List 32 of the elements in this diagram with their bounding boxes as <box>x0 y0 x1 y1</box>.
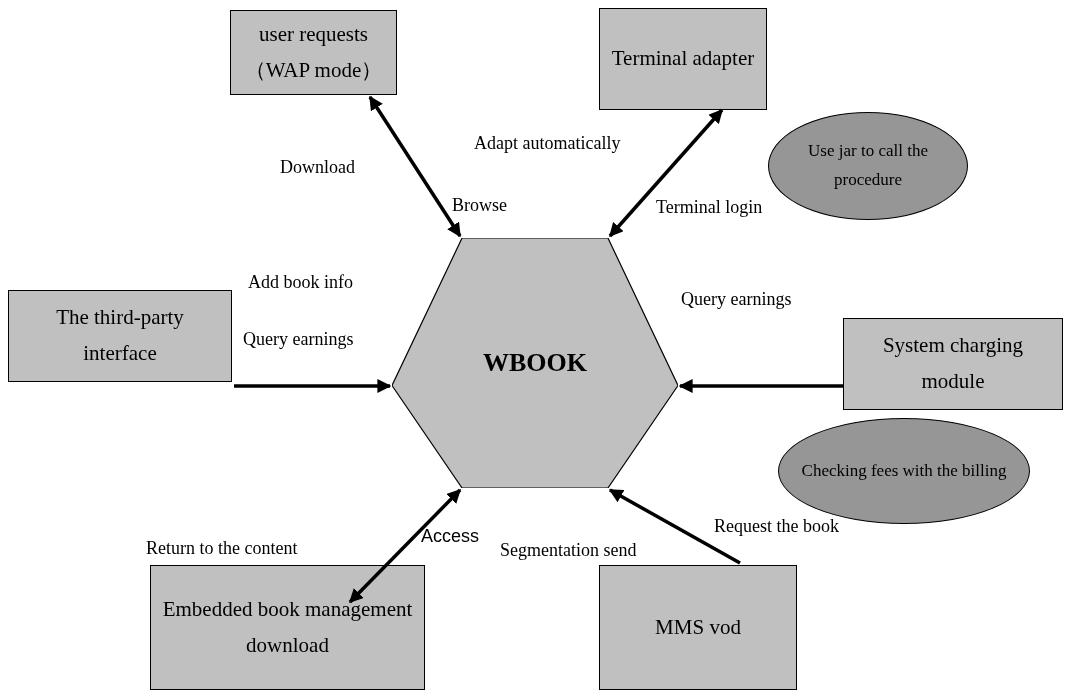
annotation-label: Segmentation send <box>500 540 637 562</box>
annotation-label: Query earnings <box>681 289 792 311</box>
annotation-label: Query earnings <box>243 329 354 351</box>
annotation-label: Return to the content <box>146 538 298 560</box>
node-label: Terminal adapter <box>611 45 755 73</box>
node-label: Use jar to call the procedure <box>807 140 929 191</box>
process-box <box>230 10 397 95</box>
arrow <box>608 108 724 238</box>
node-label: MMS vod <box>655 613 741 641</box>
annotation-label: Terminal login <box>656 197 763 219</box>
annotation-label: Access <box>421 526 480 548</box>
node-label: WBOOK <box>483 346 587 379</box>
process-box <box>599 8 767 110</box>
arrow <box>608 488 741 565</box>
arrow <box>234 379 392 393</box>
process-box <box>599 565 797 690</box>
node-label: user requests（WAP mode） <box>243 20 384 84</box>
arrow <box>368 95 462 238</box>
annotation-label: Browse <box>452 195 507 217</box>
node-label: Checking fees with the billing <box>801 459 1007 482</box>
annotation-label: Adapt automatically <box>474 133 621 155</box>
process-box <box>843 318 1063 410</box>
annotation-label: Request the book <box>714 516 839 538</box>
process-box <box>8 290 232 382</box>
node-label: The third-party interface <box>55 304 185 367</box>
annotation-label: Add book info <box>248 272 353 294</box>
arrow <box>678 379 843 393</box>
node-label: Embedded book management download <box>161 595 414 659</box>
arrow <box>348 488 462 604</box>
process-box <box>150 565 425 690</box>
node-label: System charging module <box>881 332 1025 395</box>
annotation-label: Download <box>280 157 355 179</box>
